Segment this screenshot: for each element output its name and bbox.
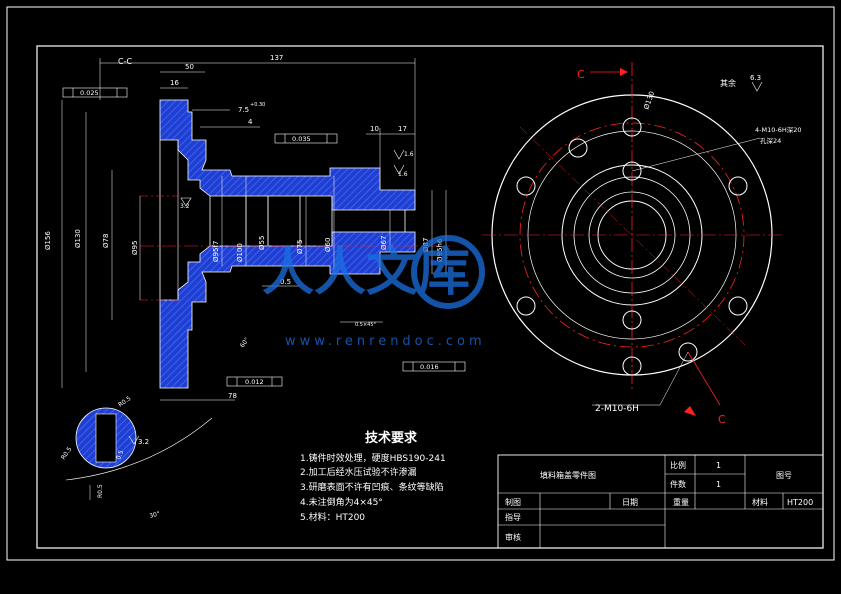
scale-value: 1 bbox=[716, 461, 721, 470]
chamfer-note: 0.5×45° bbox=[355, 322, 377, 328]
dim-dia95: Ø95 bbox=[131, 241, 139, 255]
detail-angle: 30° bbox=[149, 510, 161, 520]
drawing-no-label: 图号 bbox=[776, 471, 792, 480]
dim-0-5: 0.5 bbox=[280, 278, 291, 286]
qty-value: 1 bbox=[716, 480, 721, 489]
dim-dia95f: Ø95f7 bbox=[212, 241, 220, 262]
dim-total-length: 137 bbox=[270, 54, 283, 62]
weight-label: 重量 bbox=[673, 497, 689, 507]
notes-item-1: 1.铸件时效处理，硬度HBS190-241 bbox=[300, 452, 446, 464]
bolt-holes bbox=[516, 117, 748, 376]
dim-dia67: Ø67 bbox=[380, 236, 388, 250]
watermark-url: www.renrendoc.com bbox=[285, 334, 486, 349]
runout-2: 0.016 bbox=[420, 363, 439, 371]
watermark: 人人文库 www.renrendoc.com bbox=[262, 235, 486, 349]
dim-4: 4 bbox=[248, 118, 253, 126]
dim-dia95h: Ø95h6 bbox=[436, 238, 444, 262]
hole-note-2: 孔深24 bbox=[760, 136, 781, 145]
dim-16: 16 bbox=[170, 79, 179, 87]
rough-rest-label: 其余 bbox=[720, 78, 736, 88]
dim-flange-len: 50 bbox=[185, 63, 194, 71]
cut-mark-top: C bbox=[577, 68, 585, 81]
technical-notes: 技术要求 1.铸件时效处理，硬度HBS190-241 2.加工后经水压试验不许渗… bbox=[300, 430, 446, 523]
rough-rest-value: 6.3 bbox=[750, 74, 761, 82]
notes-item-4: 4.未注倒角为4×45° bbox=[300, 496, 383, 508]
flatness-tol: 0.025 bbox=[80, 89, 99, 97]
perp-tol: 0.035 bbox=[292, 135, 311, 143]
dim-17: 17 bbox=[398, 125, 407, 133]
bolt-circle-dia: Ø130 bbox=[642, 90, 656, 110]
thread-note: 2-M10-6H bbox=[595, 404, 639, 414]
detail-rough: 3.2 bbox=[138, 438, 149, 446]
notes-item-2: 2.加工后经水压试验不许渗漏 bbox=[300, 466, 417, 478]
dim-dia130: Ø130 bbox=[74, 229, 82, 248]
angle-60: 60° bbox=[239, 336, 251, 349]
title-block: 填料箱盖零件图 比例 1 件数 1 图号 制图 日期 重量 材料 HT200 指… bbox=[497, 454, 824, 549]
dim-10: 10 bbox=[370, 125, 379, 133]
rough-1: 1.6 bbox=[404, 151, 414, 158]
dim-78: 78 bbox=[228, 392, 237, 400]
dim-dia156: Ø156 bbox=[44, 231, 52, 250]
detail-c: 0.5 bbox=[115, 449, 125, 461]
dim-dia78: Ø78 bbox=[102, 234, 110, 248]
dim-7-5-tol: +0.30 bbox=[250, 102, 265, 108]
dim-dia100: Ø100 bbox=[236, 243, 244, 262]
qty-label: 件数 bbox=[670, 479, 686, 489]
guide-label: 指导 bbox=[505, 512, 521, 522]
rough-2: 1.6 bbox=[398, 171, 408, 178]
section-label: C-C bbox=[118, 57, 132, 66]
drawn-label: 制图 bbox=[505, 497, 521, 507]
front-view: C C 4-M10-6H深20 孔深24 2-M10-6H Ø130 其余 6.… bbox=[482, 62, 802, 426]
watermark-text: 人人文库 bbox=[262, 243, 470, 303]
rough-3: 3.2 bbox=[180, 203, 190, 210]
detail-r-a: R0.5 bbox=[117, 395, 132, 409]
material-value: HT200 bbox=[787, 498, 813, 507]
date-label: 日期 bbox=[622, 498, 638, 507]
notes-title: 技术要求 bbox=[365, 430, 418, 446]
notes-item-3: 3.研磨表面不许有凹痕、条纹等缺陷 bbox=[300, 481, 444, 493]
part-name: 填料箱盖零件图 bbox=[540, 470, 596, 480]
notes-item-5: 5.材料：HT200 bbox=[300, 511, 365, 523]
scale-label: 比例 bbox=[670, 460, 686, 470]
inner-frame bbox=[36, 45, 824, 549]
detail-r-b: R0.5 bbox=[60, 446, 74, 461]
outer-frame bbox=[6, 6, 835, 561]
detail-r-d: R0.5 bbox=[97, 484, 104, 498]
detail-view: R0.5 R0.5 0.5 R0.5 3.2 30° bbox=[60, 395, 213, 520]
lower-flange-section bbox=[159, 231, 416, 389]
dim-dia55: Ø55 bbox=[258, 236, 266, 250]
hole-note: 4-M10-6H深20 bbox=[755, 125, 802, 134]
upper-flange-section bbox=[159, 99, 416, 211]
dim-dia60: Ø60 bbox=[324, 238, 332, 252]
cut-mark-bottom: C bbox=[718, 413, 726, 426]
material-label: 材料 bbox=[752, 497, 768, 507]
dim-dia75: Ø75 bbox=[296, 240, 304, 254]
review-label: 审核 bbox=[505, 532, 521, 542]
runout-1: 0.012 bbox=[245, 378, 264, 386]
dim-7-5: 7.5 bbox=[238, 106, 249, 114]
